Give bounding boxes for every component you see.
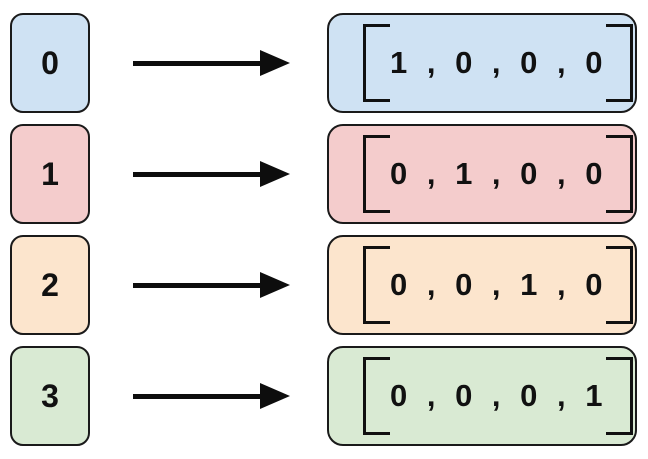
arrow-shaft	[133, 282, 260, 288]
vector-values: 0 , 1 , 0 , 0	[390, 156, 607, 191]
arrow-right-icon	[133, 161, 290, 187]
category-box-3: 3	[10, 346, 90, 446]
right-bracket-icon	[606, 135, 634, 213]
category-box-2: 2	[10, 235, 90, 335]
left-bracket-icon	[363, 24, 390, 102]
vector-box-2: 0 , 0 , 1 , 0	[327, 235, 637, 335]
vector-box-1: 0 , 1 , 0 , 0	[327, 124, 637, 224]
arrow-right-icon	[133, 383, 290, 409]
category-box-1: 1	[10, 124, 90, 224]
encoding-row: 0 1 , 0 , 0 , 0	[10, 13, 648, 113]
arrow-head	[260, 50, 290, 76]
arrow-head	[260, 272, 290, 298]
arrow-head	[260, 161, 290, 187]
right-bracket-icon	[606, 246, 634, 324]
left-bracket-icon	[363, 357, 390, 435]
right-bracket-icon	[606, 357, 634, 435]
vector-box-0: 1 , 0 , 0 , 0	[327, 13, 637, 113]
arrow-right-icon	[133, 50, 290, 76]
category-label: 0	[41, 44, 59, 81]
vector-values: 1 , 0 , 0 , 0	[390, 45, 607, 80]
vector-values: 0 , 0 , 1 , 0	[390, 267, 607, 302]
category-label: 1	[41, 155, 59, 192]
category-box-0: 0	[10, 13, 90, 113]
encoding-row: 3 0 , 0 , 0 , 1	[10, 346, 648, 446]
arrow-shaft	[133, 60, 260, 66]
arrow-shaft	[133, 171, 260, 177]
left-bracket-icon	[363, 246, 390, 324]
category-label: 2	[41, 266, 59, 303]
encoding-row: 2 0 , 0 , 1 , 0	[10, 235, 648, 335]
encoding-row: 1 0 , 1 , 0 , 0	[10, 124, 648, 224]
arrow-head	[260, 383, 290, 409]
left-bracket-icon	[363, 135, 390, 213]
right-bracket-icon	[606, 24, 634, 102]
vector-values: 0 , 0 , 0 , 1	[390, 378, 607, 413]
category-label: 3	[41, 377, 59, 414]
vector-box-3: 0 , 0 , 0 , 1	[327, 346, 637, 446]
arrow-right-icon	[133, 272, 290, 298]
arrow-shaft	[133, 393, 260, 399]
